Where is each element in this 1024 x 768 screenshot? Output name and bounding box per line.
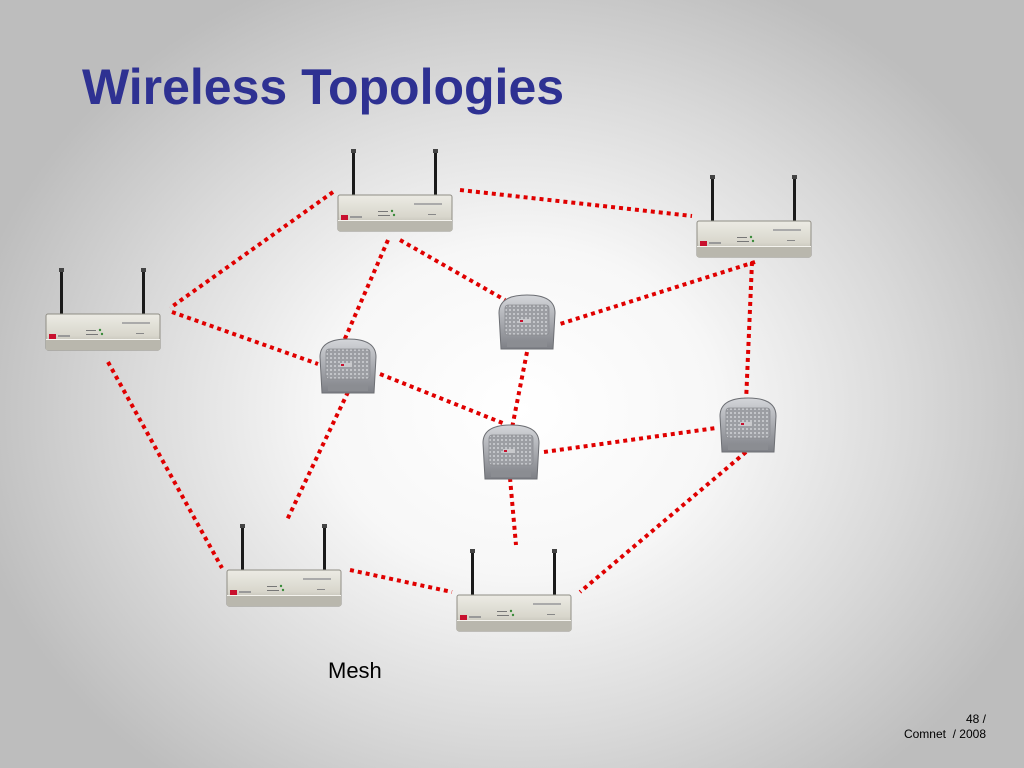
link-ap-center-to-ap-right [543,426,717,454]
link-router-bottom-left-to-router-bottom [349,568,453,594]
link-router-top-to-ap-left [338,239,390,351]
router-top-right [696,174,812,258]
router-top [337,148,453,232]
ap-upper [498,294,556,350]
slide-title: Wireless Topologies [82,59,565,115]
router-bottom [456,548,572,632]
link-router-left-to-router-bottom-left [106,361,224,569]
course-label: Comnet / 2008 [903,727,986,741]
link-router-top-right-to-ap-right [744,261,754,403]
router-bottom-left [226,523,342,607]
ap-left [319,338,377,394]
link-router-top-to-router-top-right [459,188,693,218]
ap-right [719,397,777,453]
ap-center [482,424,540,480]
slide-footer: 48 / Comnet / 2008 [904,712,986,742]
link-router-top-right-to-ap-upper [559,260,756,326]
link-router-top-to-ap-upper [399,238,506,302]
link-router-top-to-router-left [168,190,335,310]
link-router-left-to-ap-left [171,310,319,366]
link-ap-center-to-router-bottom [508,477,518,546]
topology-caption: Mesh [328,658,382,683]
link-ap-upper-to-ap-center [510,351,529,429]
link-ap-left-to-ap-center [379,372,506,426]
page-number: 48 / [965,712,986,726]
link-ap-left-to-router-bottom-left [285,391,350,521]
router-left [45,267,161,351]
link-ap-right-to-router-bottom [578,450,748,594]
